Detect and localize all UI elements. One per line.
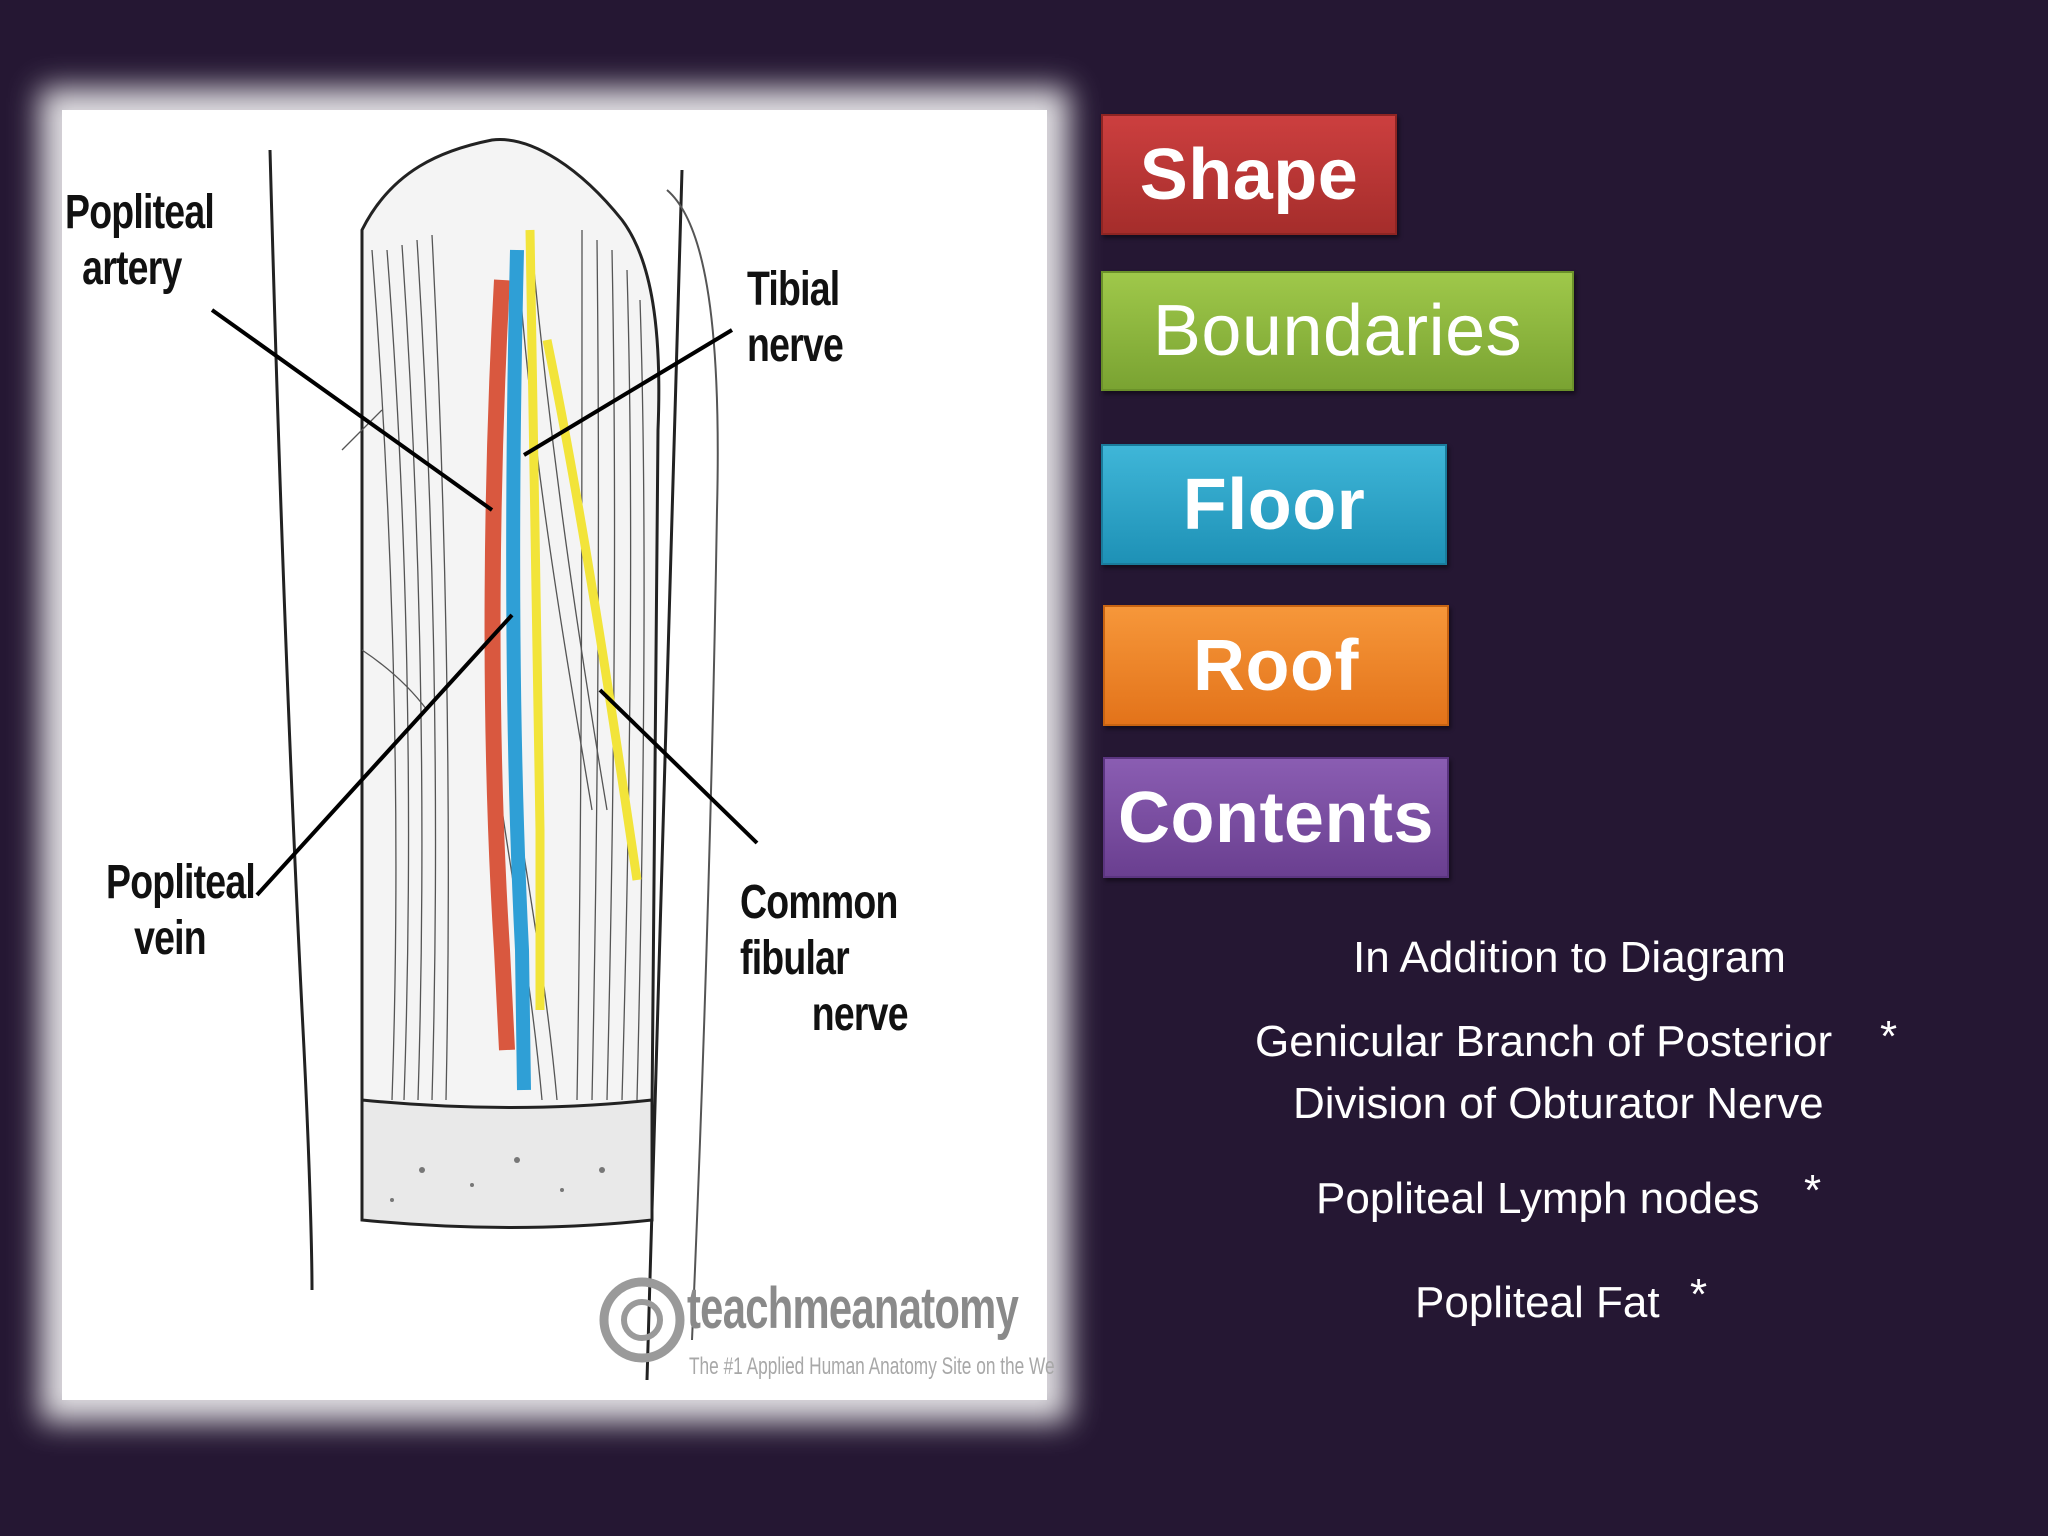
note-popliteal-fat-marker: * — [1690, 1270, 1708, 1319]
note-popliteal-fat: Popliteal Fat — [1415, 1278, 1660, 1327]
note-lymph-nodes: Popliteal Lymph nodes — [1316, 1174, 1760, 1223]
popliteal-vein-vessel — [506, 249, 531, 1091]
note-genicular-marker: * — [1880, 1012, 1898, 1061]
watermark-name: teachmeanatomy — [687, 1276, 1019, 1341]
popliteal-fossa-drawing — [210, 138, 759, 1381]
contents-button[interactable]: Contents — [1103, 757, 1449, 878]
popliteal-artery-vessel — [484, 279, 515, 1051]
tibial-nerve-path — [525, 229, 545, 1010]
roof-button[interactable]: Roof — [1103, 605, 1449, 726]
note-lymph-nodes-marker: * — [1804, 1166, 1822, 1215]
label-common-fibular-nerve: Common fibular nerve — [740, 876, 909, 1041]
watermark-tagline: The #1 Applied Human Anatomy Site on the… — [689, 1353, 1055, 1380]
boundaries-button[interactable]: Boundaries — [1101, 271, 1574, 391]
note-genicular-line1: Genicular Branch of Posterior — [1255, 1017, 1833, 1066]
label-tibial-nerve: Tibial nerve — [747, 263, 844, 372]
floor-button[interactable]: Floor — [1101, 444, 1447, 565]
notes-heading: In Addition to Diagram — [1353, 933, 1786, 982]
popliteal-fossa-figure: Popliteal artery Tibial nerve Popliteal … — [62, 110, 1055, 1400]
shape-button[interactable]: Shape — [1101, 114, 1397, 235]
label-popliteal-artery: Popliteal artery — [65, 186, 215, 295]
note-genicular-line2: Division of Obturator Nerve — [1293, 1079, 1824, 1128]
label-popliteal-vein: Popliteal vein — [106, 856, 256, 965]
common-fibular-nerve-path — [542, 339, 642, 881]
